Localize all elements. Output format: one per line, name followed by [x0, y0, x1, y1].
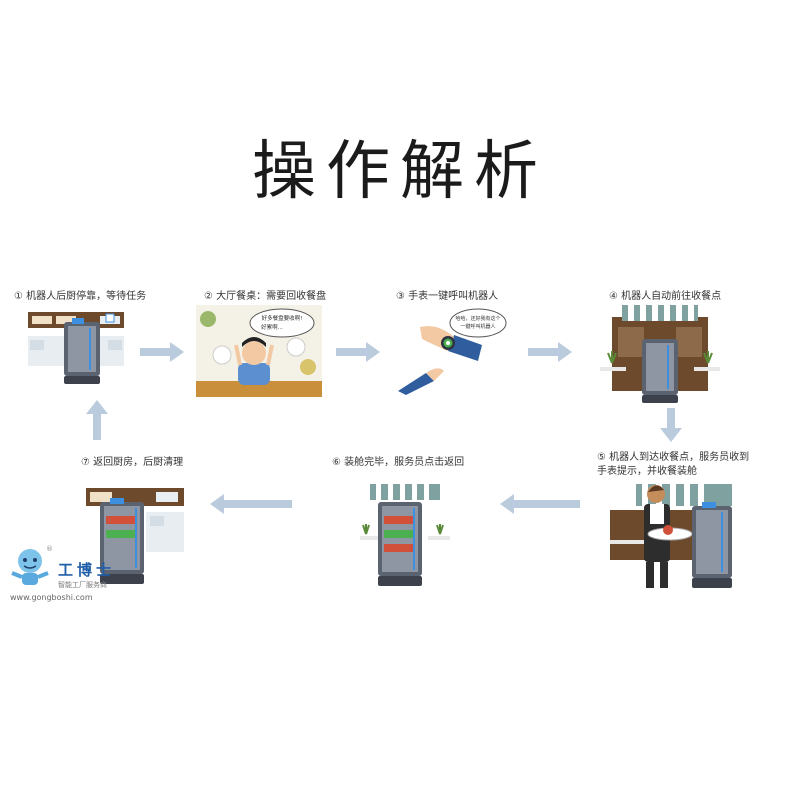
watermark-name: 工博士 — [58, 561, 116, 579]
speech-bubble — [249, 308, 315, 338]
step-7-illustration — [86, 488, 184, 584]
step-3-illustration: 哈哈，还好我有这个 一键呼叫机器人 — [398, 308, 507, 395]
step-3-label: ③ 手表一键呼叫机器人 — [396, 291, 499, 302]
robot-icon — [378, 502, 422, 586]
arrow-right-3-to-4 — [528, 342, 572, 362]
arrow-left-6-to-7 — [210, 494, 292, 514]
arrow-down-4-to-5 — [660, 408, 682, 442]
bubble-text-1: 哈哈，还好我有这个 — [455, 315, 500, 322]
robot-icon — [692, 502, 732, 588]
robot-icon — [64, 318, 100, 384]
bubble-text-1: 好多餐盘要收啊! — [262, 314, 303, 322]
step-6-illustration — [360, 484, 450, 586]
mascot-icon — [11, 549, 49, 585]
arrow-left-5-to-6 — [500, 494, 580, 514]
bubble-text-2: 一键呼叫机器人 — [460, 323, 495, 330]
step-2-label: ② 大厅餐桌：需要回收餐盘 — [204, 291, 327, 302]
speech-bubble — [449, 308, 507, 338]
awning — [622, 305, 698, 321]
robot-icon — [100, 498, 144, 584]
step-5-label-line-2: 手表提示，并收餐装舱 — [597, 466, 697, 477]
step-5-label-line-1: ⑤ 机器人到达收餐点，服务员收到 — [597, 452, 750, 463]
step-4-label: ④ 机器人自动前往收餐点 — [609, 291, 722, 302]
step-2-illustration: 好多餐盘要收啊! 好累啊... — [196, 305, 322, 397]
page-title: 操作解析 — [252, 135, 548, 209]
bubble-text-2: 好累啊... — [261, 323, 283, 331]
robot-icon — [642, 339, 678, 403]
watch-icon — [441, 336, 455, 350]
registered-mark: ® — [46, 545, 53, 553]
sleeve — [448, 335, 482, 361]
watermark: ® 工博士 智能工厂服务商 www.gongboshi.com — [8, 545, 138, 605]
step-7-label: ⑦ 返回厨房，后厨清理 — [81, 457, 184, 468]
waiter-icon — [234, 337, 274, 385]
table-surface — [196, 381, 322, 397]
arrow-up-7-to-1 — [86, 400, 108, 440]
watermark-subtitle: 智能工厂服务商 — [58, 581, 107, 589]
step-6-label: ⑥ 装舱完毕，服务员点击返回 — [332, 457, 465, 468]
step-1-label: ① 机器人后厨停靠，等待任务 — [14, 291, 147, 302]
arrow-right-1-to-2 — [140, 342, 184, 362]
step-5-label: ⑤ 机器人到达收餐点，服务员收到 手表提示，并收餐装舱 — [597, 451, 767, 479]
arrow-right-2-to-3 — [336, 342, 380, 362]
step-1-illustration — [28, 312, 124, 384]
watermark-url: www.gongboshi.com — [10, 593, 93, 602]
step-4-illustration — [600, 305, 720, 403]
step-5-illustration — [610, 484, 732, 588]
